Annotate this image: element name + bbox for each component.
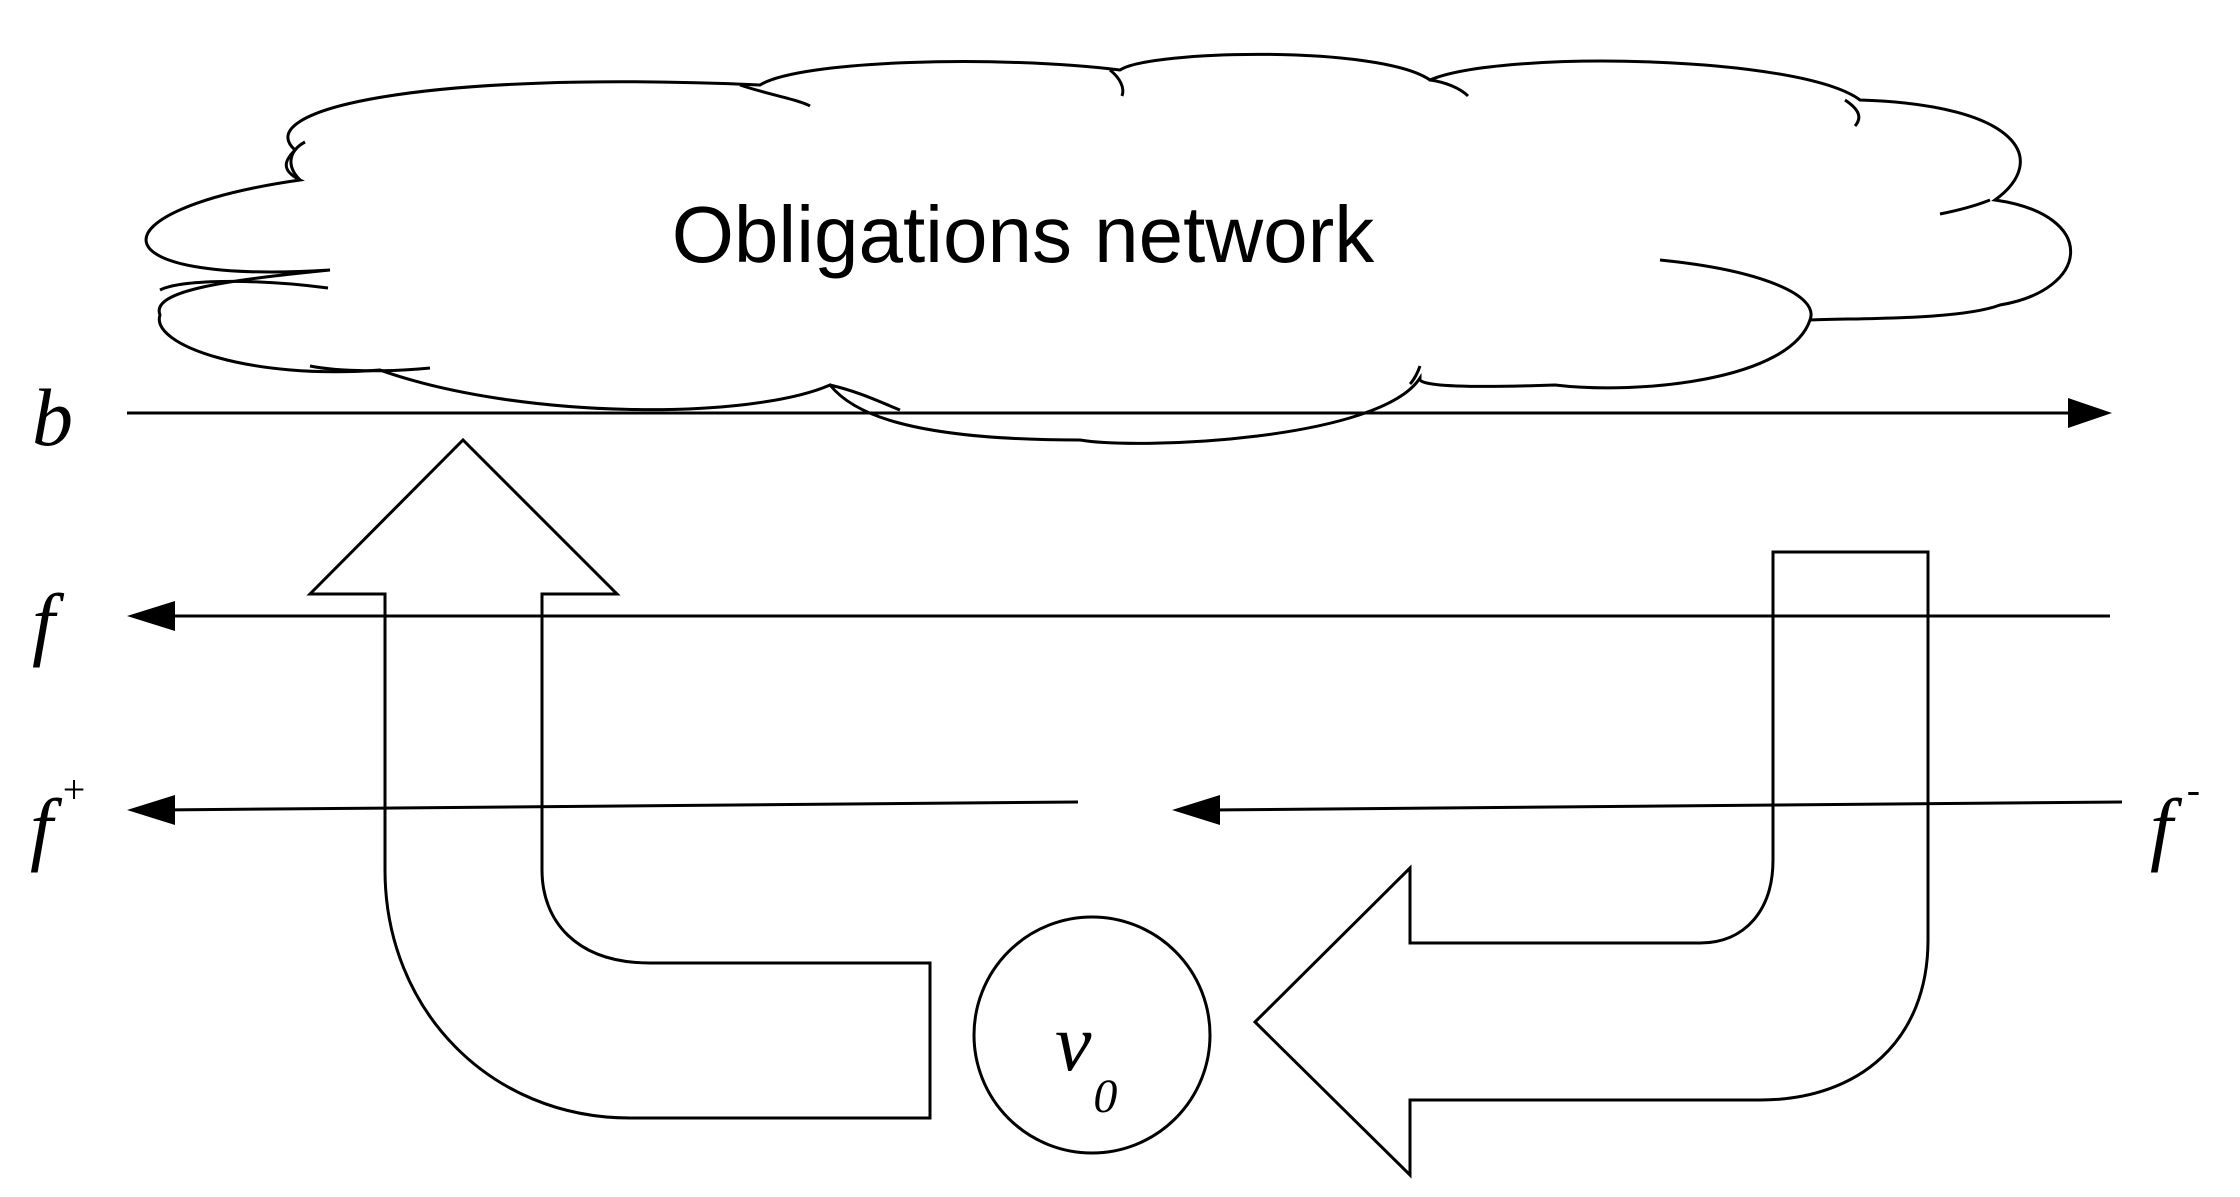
node-v0-label: v0 [1055,997,1117,1123]
obligations-network-cloud [144,52,2072,445]
label-f-minus: f- [2150,767,2200,873]
label-f-plus: f+ [30,767,85,873]
arrowhead-left [127,601,175,631]
arrowhead-right [2068,398,2112,428]
cloud-label: Obligations network [672,190,1376,279]
line-f [127,601,2110,631]
label-b: b [32,372,73,463]
label-f: f [32,577,65,668]
line-f-plus [127,795,1079,825]
bent-arrow-up-left [306,437,932,1120]
line-b [127,398,2112,428]
arrowhead-left [1172,795,1220,825]
bent-arrow-left-right [1252,550,1930,1179]
arrowhead-left [127,795,175,825]
line-f-minus [1172,795,2123,825]
node-v0 [972,915,1212,1155]
